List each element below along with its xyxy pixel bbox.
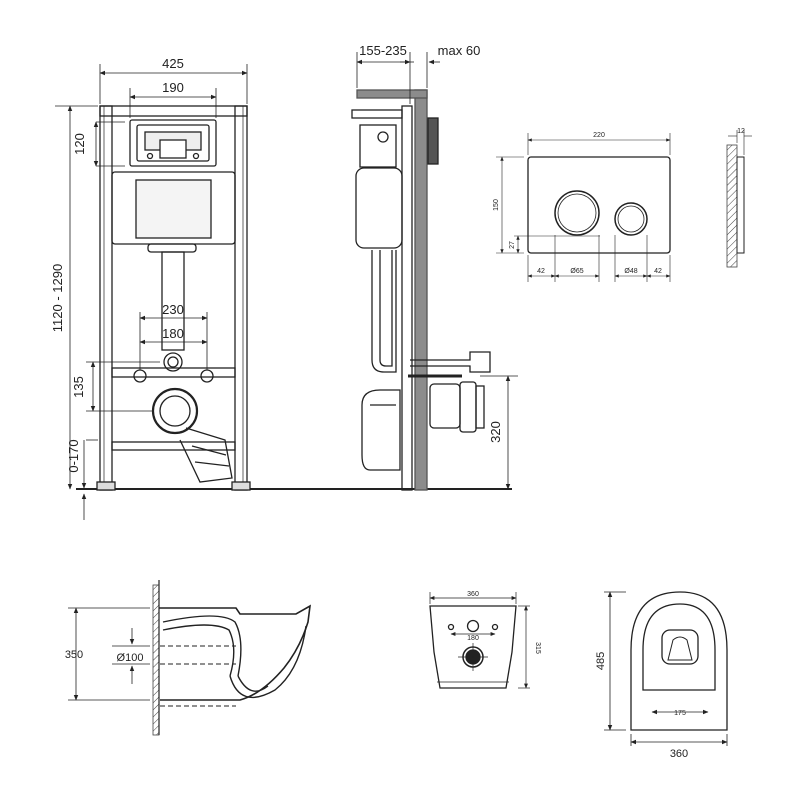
toilet-back-dimensions bbox=[429, 592, 530, 689]
outlet-pipe bbox=[151, 387, 199, 435]
stud-right bbox=[200, 369, 214, 383]
frame-right-upright bbox=[234, 105, 248, 491]
toilet-width-label: 360 bbox=[670, 748, 688, 760]
frame-side-dimensions bbox=[356, 52, 518, 490]
plate-height-label: 120 bbox=[72, 133, 87, 155]
toilet-side-view bbox=[152, 580, 311, 736]
toilet-outlet-label: Ø100 bbox=[117, 652, 144, 664]
pipe-height-label: 320 bbox=[488, 421, 503, 443]
plate-opening bbox=[129, 119, 217, 167]
plate-width-label: 190 bbox=[162, 80, 184, 95]
toilet-length-label: 485 bbox=[595, 652, 607, 670]
total-height-label: 1120 - 1290 bbox=[50, 264, 65, 332]
big-button-diameter: Ø65 bbox=[570, 268, 583, 275]
frame-top-bar bbox=[99, 105, 248, 117]
frame-front-view bbox=[76, 105, 251, 491]
frame-side-view bbox=[250, 89, 512, 491]
stud-outer-label: 230 bbox=[162, 302, 184, 317]
flush-plate-side: 12 bbox=[726, 128, 752, 268]
toilet-top-outline bbox=[630, 591, 728, 731]
toilet-wall bbox=[152, 584, 160, 736]
frame-side-labels: 155-235 max 60 320 bbox=[359, 43, 503, 443]
frame-front-dimensions bbox=[55, 64, 248, 520]
frame-cross-bar bbox=[111, 367, 236, 378]
plate-bottom-offset: 27 bbox=[509, 241, 516, 249]
stud-inner-label: 180 bbox=[162, 326, 184, 341]
wall-section bbox=[414, 89, 428, 491]
flush-plate-dimensions bbox=[496, 133, 671, 282]
toilet-height-label: 350 bbox=[65, 649, 83, 661]
big-flush-button bbox=[554, 190, 600, 236]
flush-plate-labels: 220 150 27 42 Ø65 Ø48 42 bbox=[493, 132, 662, 275]
toilet-body-profile bbox=[159, 604, 311, 701]
toilet-back-width-label: 360 bbox=[467, 591, 479, 598]
plate-thickness-value: 12 bbox=[737, 128, 745, 135]
toilet-back-labels: 360 180 315 bbox=[467, 591, 541, 654]
small-flush-button bbox=[614, 202, 648, 236]
leg-adjust-label: 0-170 bbox=[66, 439, 81, 472]
install-depth-label: 155-235 bbox=[359, 43, 407, 58]
toilet-side-labels: 350 Ø100 bbox=[65, 649, 144, 664]
plate-margin-right: 42 bbox=[654, 268, 662, 275]
frame-front-labels: 425 190 120 1120 - 1290 230 180 135 0-17… bbox=[50, 56, 184, 473]
plate-width-value: 220 bbox=[593, 132, 605, 139]
toilet-back-outline bbox=[429, 605, 517, 689]
toilet-top-labels: 485 175 360 bbox=[595, 652, 688, 760]
toilet-top-dimensions bbox=[604, 591, 728, 746]
frame-left-upright bbox=[99, 105, 113, 491]
seat-opening-label: 175 bbox=[674, 710, 686, 717]
toilet-back-view bbox=[429, 605, 517, 689]
toilet-bolt-spacing-label: 180 bbox=[467, 635, 479, 642]
toilet-top-view bbox=[630, 591, 728, 731]
plate-margin-left: 42 bbox=[537, 268, 545, 275]
max-wall-label: max 60 bbox=[438, 43, 481, 58]
outlet-height-label: 135 bbox=[71, 376, 86, 398]
water-inlet bbox=[163, 352, 183, 372]
stud-left bbox=[133, 369, 147, 383]
frame-width-label: 425 bbox=[162, 56, 184, 71]
toilet-back-height-label: 315 bbox=[534, 642, 541, 654]
small-button-diameter: Ø48 bbox=[624, 268, 637, 275]
frame-bottom-bar bbox=[111, 441, 236, 451]
cistern-side bbox=[355, 167, 403, 249]
plate-height-value: 150 bbox=[493, 199, 500, 211]
toilet-side-dimensions bbox=[68, 607, 150, 701]
